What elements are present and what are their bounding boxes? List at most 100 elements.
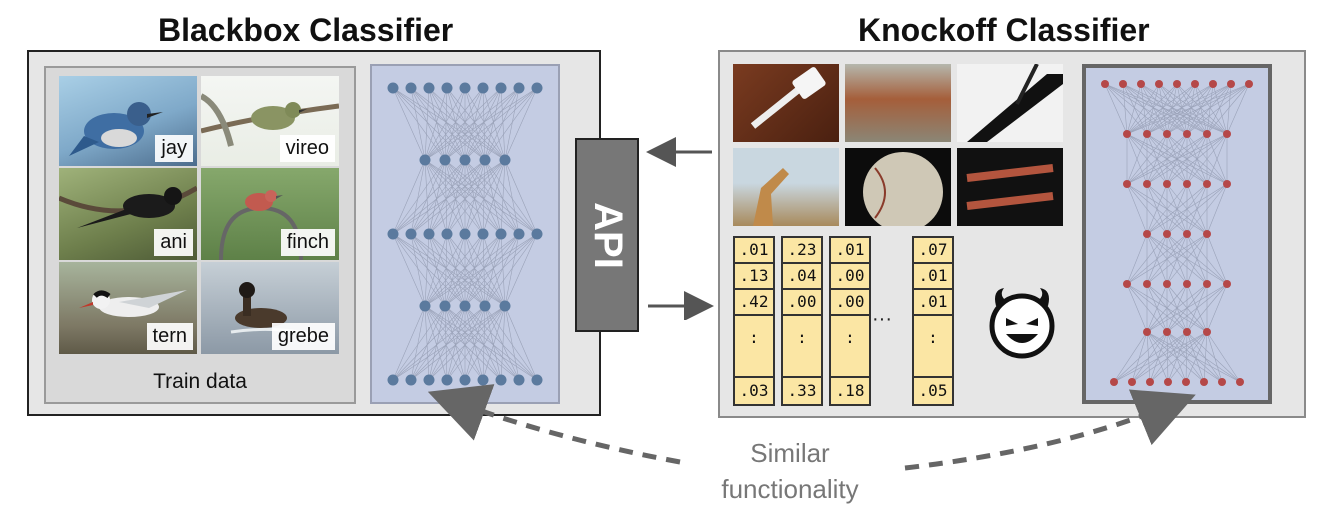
network-edge (424, 233, 466, 307)
network-edge (424, 87, 448, 161)
bird-photo-finch: finch (201, 168, 339, 260)
network-edge (424, 159, 466, 235)
network-node (1173, 80, 1181, 88)
network-edge (504, 87, 538, 161)
network-edge (1146, 183, 1168, 235)
network-edge (1146, 183, 1228, 235)
network-edge (1113, 331, 1208, 383)
network-edge (1113, 331, 1168, 383)
network-node (1223, 280, 1231, 288)
prob-cell: .05 (914, 376, 952, 404)
network-edge (392, 233, 486, 307)
tern-bird-illustration (79, 290, 187, 317)
bird-photo-tern: tern (59, 262, 197, 354)
network-node (477, 374, 489, 386)
network-edge (410, 87, 506, 161)
network-node (1223, 130, 1231, 138)
network-edge (464, 305, 486, 381)
network-node (1143, 280, 1151, 288)
network-edge (410, 233, 466, 307)
network-edge (1131, 331, 1148, 383)
network-edge (444, 159, 448, 235)
network-node (1236, 378, 1244, 386)
network-edge (1166, 83, 1214, 135)
network-edge (1146, 83, 1214, 135)
network-edge (1166, 83, 1196, 135)
network-edge (464, 305, 506, 381)
network-edge (504, 159, 520, 235)
network-edge (1185, 331, 1188, 383)
network-node (513, 82, 525, 94)
prob-cell: .01 (914, 290, 952, 316)
network-edge (1206, 83, 1232, 135)
network-edge (500, 233, 506, 307)
network-edge (392, 159, 506, 235)
network-edge (424, 87, 466, 161)
network-edge (410, 233, 486, 307)
network-edge (1166, 233, 1208, 285)
network-edge (444, 87, 484, 161)
network-node (479, 300, 491, 312)
network-edge (392, 305, 466, 381)
network-node (1227, 80, 1235, 88)
network-edge (1104, 83, 1148, 135)
network-edge (410, 305, 466, 381)
network-node (1203, 280, 1211, 288)
network-edge (1166, 331, 1169, 383)
network-node (1218, 378, 1226, 386)
network-edge (392, 305, 446, 381)
network-edge (1158, 83, 1168, 135)
network-edge (410, 87, 426, 161)
network-edge (444, 233, 502, 307)
prob-column-2: .23 .04 .00 : .33 (781, 236, 823, 406)
network-edge (1146, 83, 1250, 135)
network-node (1137, 80, 1145, 88)
network-edge (1146, 233, 1208, 285)
blackbox-title: Blackbox Classifier (158, 12, 454, 48)
network-edge (464, 87, 502, 161)
network-node (1183, 280, 1191, 288)
network-edge (1140, 83, 1148, 135)
bird-label-vireo: vireo (279, 135, 335, 162)
network-edge (424, 233, 484, 307)
network-edge (392, 87, 466, 161)
network-edge (1158, 83, 1188, 135)
network-edge (500, 87, 506, 161)
network-edge (410, 305, 506, 381)
network-edge (424, 305, 538, 381)
network-node (439, 300, 451, 312)
network-edge (444, 305, 484, 381)
network-node (513, 374, 525, 386)
network-edge (1140, 83, 1228, 135)
network-edge (464, 159, 502, 235)
network-edge (1146, 283, 1168, 333)
network-node (477, 228, 489, 240)
network-edge (484, 305, 538, 381)
network-edge (1206, 133, 1228, 185)
network-node (459, 82, 471, 94)
network-edge (446, 305, 466, 381)
network-node (459, 154, 471, 166)
network-node (1128, 378, 1136, 386)
network-edge (1203, 331, 1208, 383)
network-node (387, 374, 399, 386)
network-edge (444, 305, 448, 381)
query-image-giraffe (733, 148, 839, 226)
network-node (1191, 80, 1199, 88)
network-node (459, 374, 471, 386)
knockoff-title: Knockoff Classifier (858, 12, 1150, 48)
network-edge (428, 87, 466, 161)
network-edge (1167, 331, 1188, 383)
network-node (495, 374, 507, 386)
network-edge (446, 159, 486, 235)
network-edge (410, 87, 446, 161)
network-edge (1146, 283, 1228, 333)
network-edge (444, 87, 448, 161)
network-edge (424, 233, 538, 307)
network-edge (464, 87, 484, 161)
network-node (423, 374, 435, 386)
network-edge (464, 87, 486, 161)
network-edge (1122, 83, 1208, 135)
prob-vertical-ellipsis: : (797, 328, 807, 347)
network-edge (464, 233, 506, 307)
